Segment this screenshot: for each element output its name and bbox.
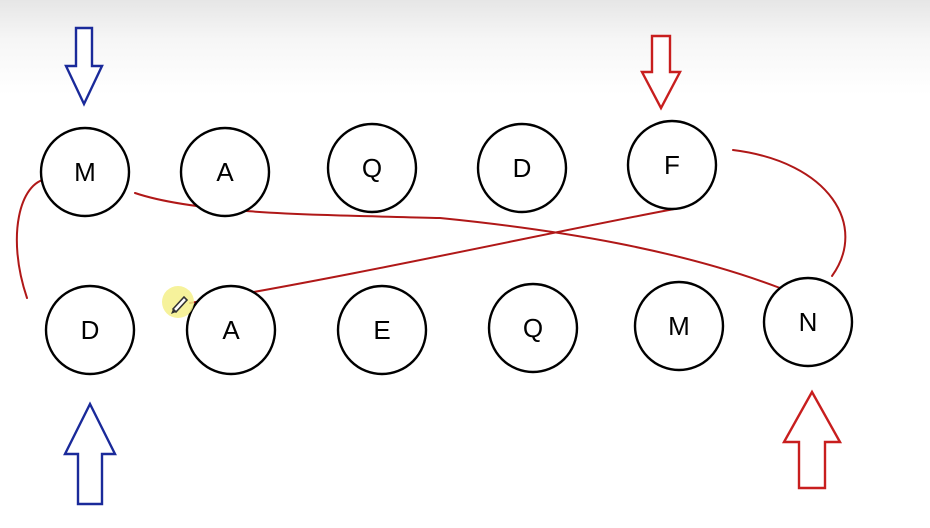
connector-line <box>732 149 847 277</box>
top-row-node: F <box>626 119 718 211</box>
node-label: Q <box>523 313 543 343</box>
bottom-row-node: D <box>44 284 136 376</box>
connectors-layer <box>15 149 847 304</box>
node-circle <box>762 276 854 368</box>
node-circle <box>633 280 725 372</box>
node-circle <box>185 284 277 376</box>
bottom-left-up-arrow <box>63 401 117 506</box>
node-label: N <box>799 307 818 337</box>
bottom-row-node: A <box>185 284 277 376</box>
node-circle <box>326 122 418 214</box>
pen-tip <box>171 309 176 314</box>
node-label: D <box>81 315 100 345</box>
top-left-down-arrow <box>64 26 104 107</box>
top-row-node: A <box>179 126 271 218</box>
top-right-down-arrow <box>640 34 682 111</box>
node-circle <box>476 122 568 214</box>
nodes-layer: M A Q D F D A E Q M N <box>39 119 854 376</box>
node-label: M <box>74 157 96 187</box>
node-label: Q <box>362 153 382 183</box>
node-label: F <box>664 150 680 180</box>
node-circle <box>179 126 271 218</box>
bottom-row-node: E <box>336 284 428 376</box>
node-label: M <box>668 311 690 341</box>
bottom-right-up-arrow <box>781 389 843 490</box>
top-row-node: Q <box>326 122 418 214</box>
node-circle <box>487 282 579 374</box>
node-circle <box>336 284 428 376</box>
node-label: E <box>373 315 390 345</box>
node-circle <box>39 126 131 218</box>
pen-cursor-icon <box>162 286 194 318</box>
cursor-highlight <box>162 286 194 318</box>
bottom-row-node: M <box>633 280 725 372</box>
node-circle <box>44 284 136 376</box>
top-row-node: D <box>476 122 568 214</box>
node-label: A <box>216 157 234 187</box>
node-label: D <box>513 153 532 183</box>
connector-line <box>189 206 686 304</box>
connector-line <box>15 178 48 299</box>
top-row-node: M <box>39 126 131 218</box>
bottom-row-node: Q <box>487 282 579 374</box>
bottom-row-node: N <box>762 276 854 368</box>
pointer-arrows-layer <box>63 26 843 506</box>
node-label: A <box>222 315 240 345</box>
node-circle <box>626 119 718 211</box>
